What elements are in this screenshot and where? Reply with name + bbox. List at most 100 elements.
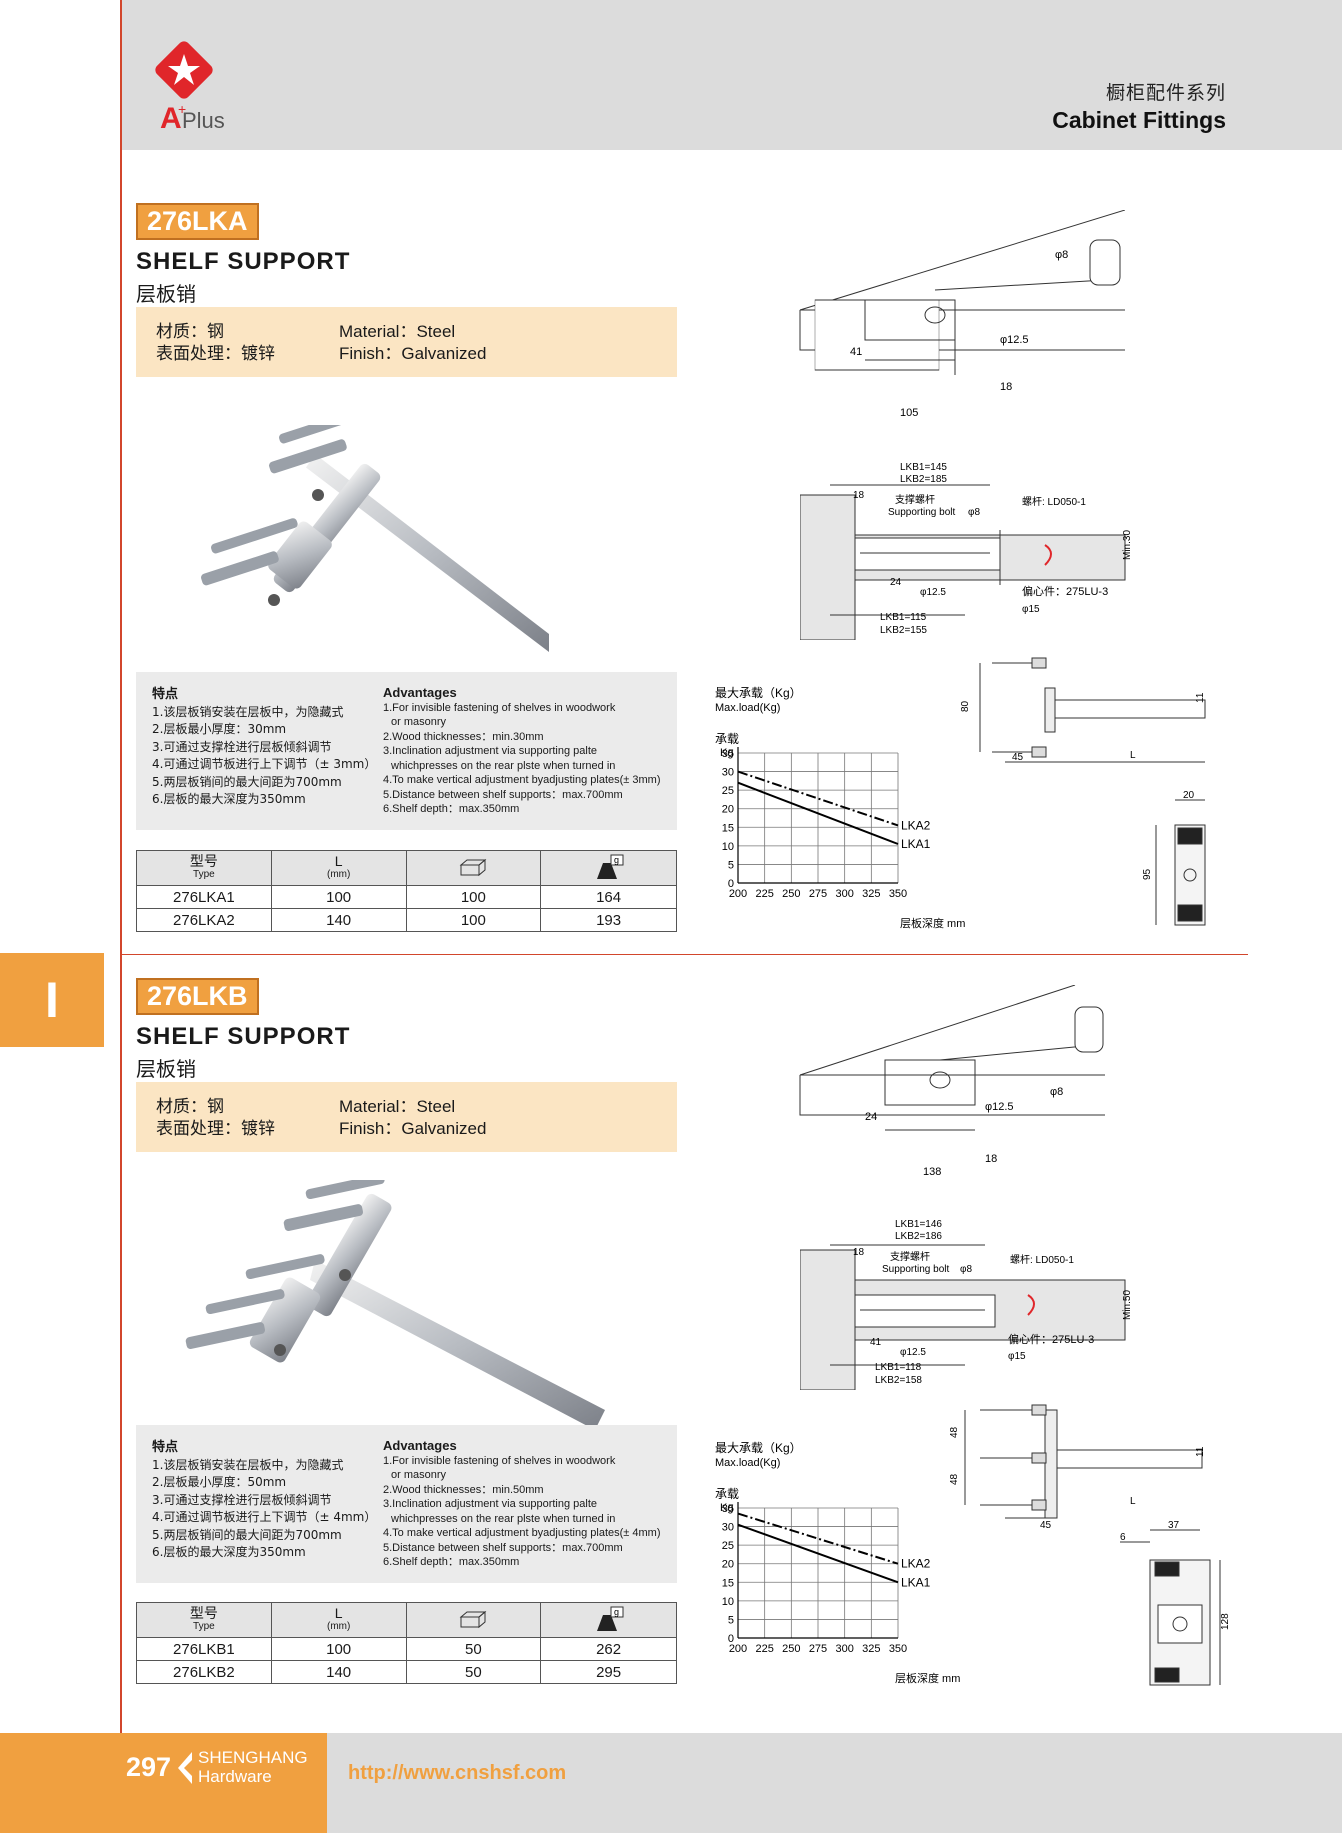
material-cn: 材质：钢 — [156, 322, 224, 342]
dim-h24: 24 — [890, 577, 902, 588]
dim-l: L — [1130, 750, 1136, 761]
y-tick-label: 25 — [722, 785, 734, 797]
y-tick-label: 20 — [722, 804, 734, 816]
chart-ylabel: 承载 — [715, 1487, 739, 1501]
feature-en: 2.Wood thicknesses：min.50mm — [383, 1483, 544, 1496]
product-photo-1 — [200, 408, 620, 695]
series-line-lka1 — [737, 781, 899, 845]
feature-en: 5.Distance between shelf supports：max.70… — [383, 788, 623, 801]
feature-en: 1.For invisible fastening of shelves in … — [383, 1454, 616, 1467]
table-cell: 100 — [405, 908, 542, 932]
feature-en: 4.To make vertical adjustment byadjustin… — [383, 1527, 661, 1539]
dim-h128: 128 — [1220, 1613, 1230, 1630]
feature-cn: 1.该层板销安装在层板中，为隐藏式 — [152, 1457, 344, 1472]
logo-text: Plus — [182, 108, 225, 133]
top-view-drawing-2: 24 138 18 φ8 φ12.5 — [799, 985, 1105, 1178]
material-en: Material：Steel — [339, 322, 456, 341]
series-title-en: Cabinet Fittings — [1052, 107, 1226, 133]
y-tick-label: 0 — [728, 1633, 734, 1645]
dim-lkb-bot1: LKB1=118 — [875, 1362, 922, 1373]
dim-h80: 80 — [960, 700, 971, 712]
footer-brand-line1: SHENGHANG — [198, 1748, 308, 1767]
feature-cn: 5.两层板销间的最大间距为700mm — [152, 1527, 342, 1542]
weight-unit: g — [614, 1607, 619, 1617]
product-code-tag: 276LKA — [136, 203, 259, 240]
feature-en: 3.Inclination adjustment via supporting … — [383, 1498, 598, 1510]
finish-cn: 表面处理：镀锌 — [156, 1119, 275, 1139]
feature-en: 5.Distance between shelf supports：max.70… — [383, 1541, 623, 1554]
product-title-cn: 层板销 — [136, 282, 196, 306]
table-cell: 100 — [270, 885, 407, 909]
series-label-lka2: LKA2 — [901, 818, 931, 832]
screw-label: 螺杆: LD050-1 — [1010, 1254, 1074, 1266]
material-cn: 材质：钢 — [156, 1097, 224, 1117]
x-tick-label: 250 — [782, 1643, 800, 1655]
footer-brand: SHENGHANG Hardware — [198, 1748, 308, 1786]
feature-en: or masonry — [391, 1469, 447, 1481]
footer-url-link[interactable]: http://www.cnshsf.com — [348, 1762, 567, 1784]
y-tick-label: 5 — [728, 1614, 734, 1626]
dim-lkb-bot1: LKB1=115 — [880, 612, 927, 623]
series-title: 橱柜配件系列 Cabinet Fittings — [1052, 78, 1226, 134]
dim-w18: 18 — [853, 490, 865, 501]
chart-subtitle: Max.load(Kg) — [715, 1457, 780, 1469]
dim-min: Min.30 — [1122, 530, 1133, 560]
feature-en: 3.Inclination adjustment via supporting … — [383, 745, 598, 757]
table-row: 276LKA2 140 100 193 — [136, 908, 677, 932]
chart-xlabel: 层板深度 mm — [900, 916, 965, 930]
table-cell: 295 — [540, 1660, 677, 1684]
y-tick-label: 10 — [722, 841, 734, 853]
feature-cn: 1.该层板销安装在层板中，为隐藏式 — [152, 704, 344, 719]
material-en: Material：Steel — [339, 1097, 456, 1116]
product-title: SHELF SUPPORT — [136, 248, 351, 275]
dim-w45: 45 — [1012, 752, 1024, 763]
plate-drawing-1: 20 95 — [1142, 790, 1206, 926]
svg-text:A: A — [160, 102, 182, 135]
chart-yunit: Kg — [720, 1502, 733, 1514]
dim-d8: φ8 — [1055, 249, 1068, 261]
features-cn-title: 特点 — [152, 1440, 179, 1455]
y-tick-label: 30 — [722, 767, 734, 779]
box-quantity-icon — [459, 858, 487, 877]
feature-en: 2.Wood thicknesses：min.30mm — [383, 730, 544, 743]
feature-cn: 4.可通过调节板进行上下调节（± 4mm） — [152, 1510, 377, 1524]
weight-icon: g — [596, 854, 624, 879]
dim-w18: 18 — [985, 1153, 997, 1165]
side-view-drawing-1: LKB1=145 LKB2=185 18 支撑螺杆 Supporting bol… — [800, 462, 1133, 640]
series-label-lka2: LKA2 — [901, 1557, 931, 1571]
section-separator — [122, 954, 1248, 955]
top-view-drawing-1: 41 105 18 φ8 φ12.5 — [799, 210, 1125, 419]
product-code-block-2: 276LKB SHELF SUPPORT 层板销 — [136, 978, 1342, 1082]
feature-cn: 3.可通过支撑栓进行层板倾斜调节 — [152, 1492, 332, 1507]
y-tick-label: 35 — [722, 1503, 734, 1515]
table-row: 276LKB1 100 50 262 — [136, 1637, 677, 1661]
table-cell: 50 — [405, 1660, 542, 1684]
bolt-label-cn: 支撑螺杆 — [890, 1250, 930, 1263]
product-title-cn: 层板销 — [136, 1057, 196, 1081]
dim-w45: 45 — [1040, 1520, 1052, 1530]
features-box-1: 特点 1.该层板销安装在层板中，为隐藏式 2.层板最小厚度：30mm 3.可通过… — [136, 672, 677, 830]
dim-w20: 20 — [1183, 790, 1195, 801]
dim-d8: φ8 — [1050, 1086, 1063, 1098]
front-view-drawing-2: 48 48 45 L 11 — [949, 1404, 1206, 1530]
dim-w18: 18 — [1000, 381, 1012, 393]
dim-h48b: 48 — [949, 1473, 960, 1485]
weight-icon: g — [596, 1606, 624, 1631]
table-cell: 100 — [405, 885, 542, 909]
feature-cn: 4.可通过调节板进行上下调节（± 3mm） — [152, 757, 377, 771]
x-tick-label: 300 — [835, 888, 853, 900]
dim-lkb-top1: LKB1=146 — [895, 1219, 942, 1230]
table-cell: 262 — [540, 1637, 677, 1661]
feature-en: whichpresses on the rear plste when turn… — [391, 1512, 616, 1525]
x-tick-label: 275 — [809, 888, 827, 900]
x-tick-label: 325 — [862, 888, 880, 900]
features-box-2: 特点 1.该层板销安装在层板中，为隐藏式 2.层板最小厚度：50mm 3.可通过… — [136, 1425, 677, 1583]
features-en-title: Advantages — [383, 685, 457, 700]
dim-w18: 18 — [853, 1247, 865, 1258]
length-unit: (mm) — [326, 869, 351, 880]
svg-text:+: + — [178, 101, 186, 117]
features-en-title: Advantages — [383, 1438, 457, 1453]
